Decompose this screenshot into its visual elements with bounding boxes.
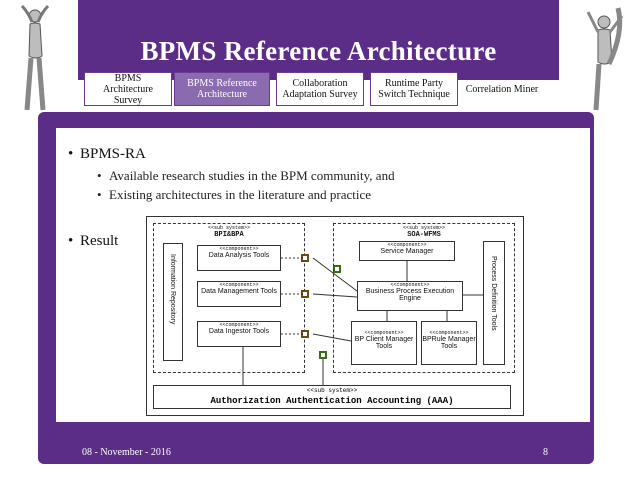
bullet-text: BPMS-RA <box>80 146 146 162</box>
bullet-result: •Result <box>68 233 119 249</box>
subsystem-bpi-bpa: <<sub system>> BPI&BPA <box>153 223 305 373</box>
tab-runtime-party-switch[interactable]: Runtime Party Switch Technique <box>370 72 458 106</box>
component-data-management-tools: <<component>> Data Management Tools <box>197 281 281 307</box>
component-stereotype: <<component>> <box>364 330 404 336</box>
tab-label: Runtime Party Switch Technique <box>378 78 450 100</box>
process-definition-label: Process Definition Tools <box>490 256 497 331</box>
subsystem-stereotype: <<sub system>> <box>402 225 445 231</box>
bullet-text: Result <box>80 233 119 249</box>
component-name: BPRule Manager Tools <box>422 336 476 350</box>
architecture-diagram: <<sub system>> BPI&BPA Information Repos… <box>146 216 524 416</box>
component-stereotype: <<component>> <box>219 322 259 328</box>
component-data-ingestor-tools: <<component>> Data Ingestor Tools <box>197 321 281 347</box>
component-bprule-manager-tools: <<component>> BPRule Manager Tools <box>421 321 477 365</box>
process-definition-tools: Process Definition Tools <box>483 241 505 365</box>
component-bp-execution-engine: <<component>> Business Process Execution… <box>357 281 463 311</box>
component-name: Data Analysis Tools <box>208 252 270 259</box>
component-name: Service Manager <box>380 248 434 255</box>
connector-port <box>333 265 341 273</box>
tab-label: BPMS Architecture Survey <box>103 72 153 106</box>
tab-bpms-reference-architecture[interactable]: BPMS Reference Architecture <box>174 72 270 106</box>
bullet-bpms-ra: •BPMS-RA <box>68 146 146 162</box>
sub-bullet-research: •Available research studies in the BPM c… <box>97 168 395 183</box>
component-name: Data Management Tools <box>201 288 277 295</box>
tab-collaboration-adaptation-survey[interactable]: Collaboration Adaptation Survey <box>276 72 364 106</box>
connector-port <box>319 351 327 359</box>
information-repository-label: Information Repository <box>169 254 176 325</box>
subsystem-soa-wfms: <<sub system>> SOA-WFMS <box>333 223 515 373</box>
aaa-name: Authorization Authentication Accounting … <box>210 396 454 406</box>
tab-label: Correlation Miner <box>465 83 539 95</box>
dancer-figure-left <box>20 4 50 111</box>
component-service-manager: <<component>> Service Manager <box>359 241 455 261</box>
component-name: Data Ingestor Tools <box>208 328 270 335</box>
subsystem-aaa: <<sub system>> Authorization Authenticat… <box>153 385 511 409</box>
component-stereotype: <<component>> <box>219 282 259 288</box>
component-stereotype: <<component>> <box>429 330 469 336</box>
subsystem-stereotype: <<sub system>> <box>207 225 250 231</box>
component-name: BP Client Manager Tools <box>354 336 414 350</box>
component-bp-client-manager-tools: <<component>> BP Client Manager Tools <box>351 321 417 365</box>
footer-date: 08 - November - 2016 <box>82 447 171 458</box>
subsystem-name: BPI&BPA <box>214 231 244 239</box>
tab-label: Collaboration Adaptation Survey <box>282 78 358 100</box>
information-repository: Information Repository <box>163 243 183 361</box>
component-name: Business Process Execution Engine <box>365 288 455 302</box>
tab-correlation-miner[interactable]: Correlation Miner <box>458 72 546 106</box>
component-data-analysis-tools: <<component>> Data Analysis Tools <box>197 245 281 271</box>
component-stereotype: <<component>> <box>387 242 427 248</box>
sub-bullet-architectures: •Existing architectures in the literatur… <box>97 187 372 202</box>
tab-bpms-architecture-survey[interactable]: BPMS Architecture Survey <box>84 72 172 106</box>
sub-bullet-text: Existing architectures in the literature… <box>109 187 372 202</box>
slide-title: BPMS Reference Architecture <box>140 36 497 66</box>
subsystem-name: SOA-WFMS <box>407 231 441 239</box>
header-band <box>78 0 559 80</box>
diagram-connectors <box>242 257 483 385</box>
dancer-figure-right <box>586 7 624 111</box>
aaa-stereotype: <<sub system>> <box>306 387 358 394</box>
page-number: 8 <box>543 447 548 458</box>
component-stereotype: <<component>> <box>390 282 430 288</box>
sub-bullet-text: Available research studies in the BPM co… <box>109 168 395 183</box>
tab-label: BPMS Reference Architecture <box>187 78 257 100</box>
component-stereotype: <<component>> <box>219 246 259 252</box>
